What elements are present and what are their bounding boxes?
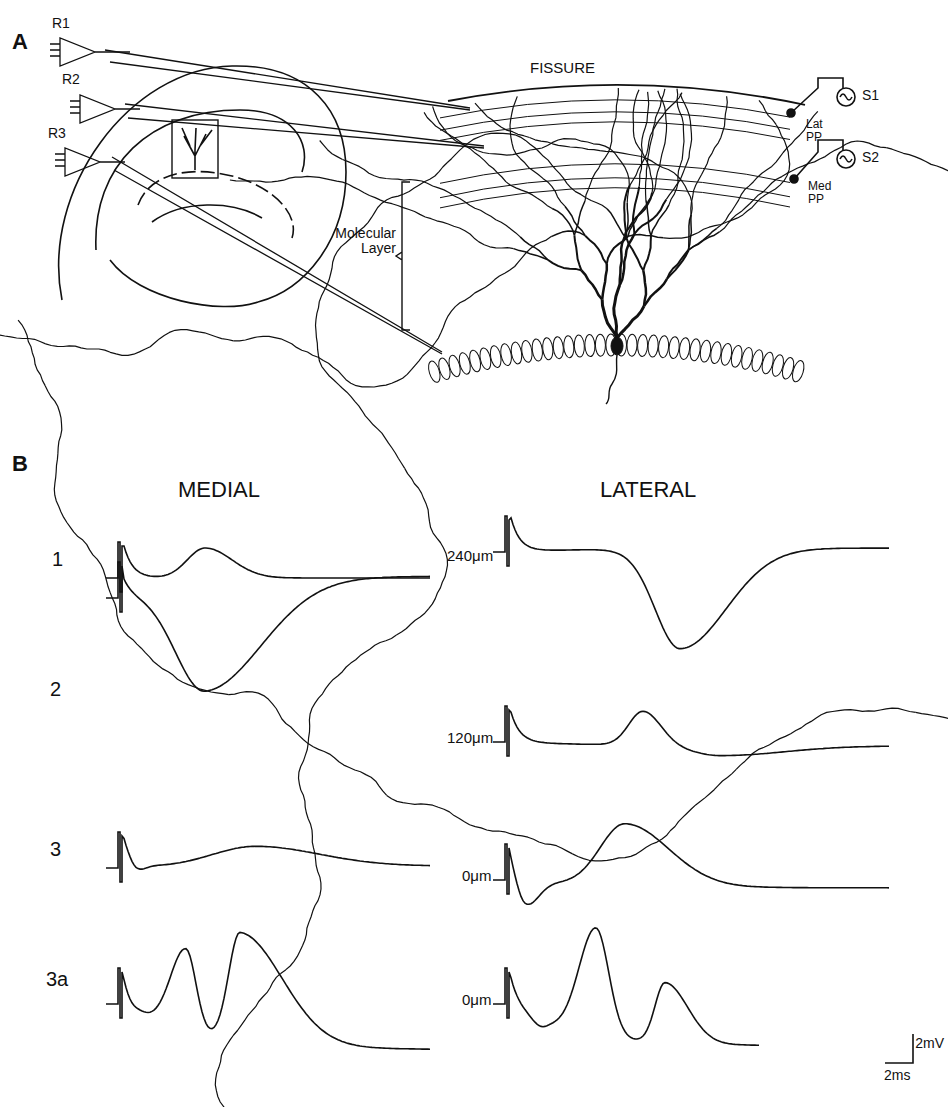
panel-letter: A [12,30,28,54]
row-number: 2 [50,678,61,700]
scale-label: 2mV [915,1036,944,1051]
row-number: 3a [46,968,68,990]
electrode-label: R2 [62,72,80,87]
layer-label: FISSURE [530,60,595,77]
dentate-layers [426,85,806,384]
electrode-label: S1 [862,88,879,103]
column-heading: MEDIAL [178,478,260,502]
depth-label: 120μm [447,730,493,747]
electrode-label: R1 [52,16,70,31]
depth-label: 0μm [462,868,491,885]
depth-label: 240μm [447,548,493,565]
recording-electrode [50,38,484,354]
electrode-label: S2 [862,150,879,165]
depth-label: 0μm [462,992,491,1009]
granule-cell [0,88,948,1107]
panel-letter: B [12,452,28,476]
column-heading: LATERAL [600,478,696,502]
layer-label: Molecular Layer [318,226,396,257]
electrode-label: R3 [48,126,66,141]
row-number: 3 [50,838,61,860]
field-potential-traces [106,516,889,1049]
row-number: 1 [52,548,63,570]
pathway-label: Lat PP [806,118,836,144]
pathway-label: Med PP [808,180,838,206]
scale-bar [885,1034,913,1063]
layer-bracket [396,182,410,330]
scale-label: 2ms [884,1068,910,1083]
stimulating-electrode [787,78,855,183]
